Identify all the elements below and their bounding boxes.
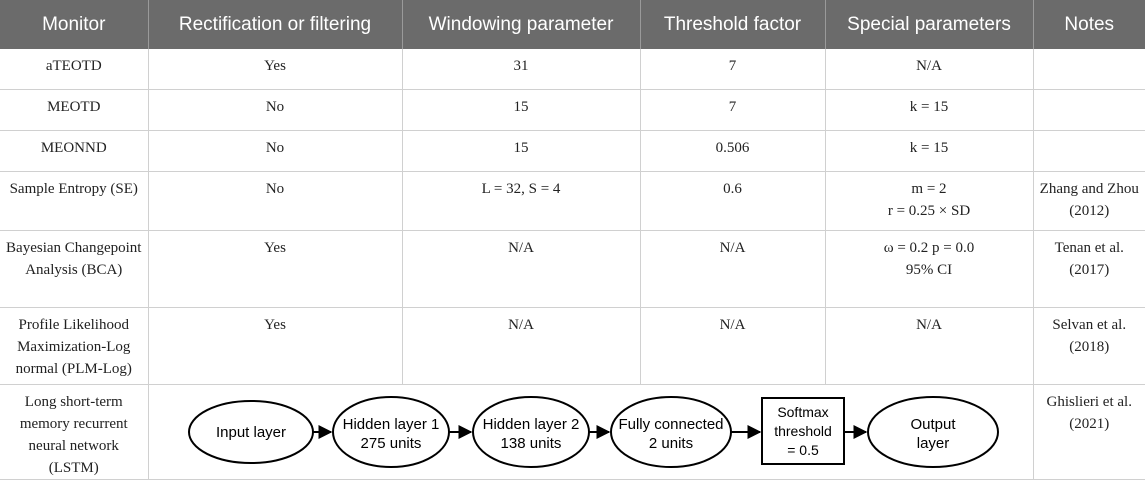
cell-threshold: N/A [640,307,826,385]
header-threshold: Threshold factor [640,0,826,49]
cell-rect: Yes [148,307,403,385]
special-line: k = 15 [909,99,949,115]
node-hidden1-line2: 275 units [360,435,421,452]
table-row: MEOTD No 15 7 k = 15 [0,89,1145,131]
cell-monitor: MEONND [0,130,149,172]
cell-rect: No [148,171,403,231]
cell-special: N/A [825,49,1034,90]
node-softmax-line3: = 0.5 [787,442,819,458]
cell-threshold: 0.506 [640,130,826,172]
table-row: aTEOTD Yes 31 7 N/A [0,49,1145,90]
node-input-label: Input layer [215,424,285,441]
cell-monitor: Long short-term memory recurrent neural … [0,384,149,480]
cell-window: L = 32, S = 4 [402,171,641,231]
cell-monitor: Profile Likelihood Maximization-Log norm… [0,307,149,385]
node-softmax [760,396,845,465]
cell-monitor: MEOTD [0,89,149,131]
table-row: Bayesian Changepoint Analysis (BCA) Yes … [0,230,1145,308]
cell-special: N/A [825,307,1034,385]
cell-rect: No [148,89,403,131]
header-monitor: Monitor [0,0,149,49]
cell-window: N/A [402,307,641,385]
cell-threshold: N/A [640,230,826,308]
cell-special: k = 15 [825,130,1034,172]
cell-special: m = 2 r = 0.25 × SD [825,171,1034,231]
special-line: N/A [916,58,942,74]
special-line: N/A [916,317,942,333]
node-softmax-line2: threshold [774,423,832,439]
cell-notes: Ghislieri et al. (2021) [1033,384,1145,480]
special-line: 95% CI [905,262,953,278]
cell-window: 31 [402,49,641,90]
special-line: m = 2 [911,181,947,197]
cell-threshold: 7 [640,49,826,90]
cell-special: k = 15 [825,89,1034,131]
cell-monitor: Sample Entropy (SE) [0,171,149,231]
header-windowing: Windowing parameter [402,0,641,49]
cell-notes [1033,89,1145,131]
cell-notes: Selvan et al. (2018) [1033,307,1145,385]
special-line: k = 15 [909,140,949,156]
node-output-line2: layer [916,435,949,452]
cell-notes [1033,130,1145,172]
node-output-line1: Output [910,416,956,433]
node-fc-line2: 2 units [648,435,692,452]
table-row: Profile Likelihood Maximization-Log norm… [0,307,1145,385]
special-line: ω = 0.2 p = 0.0 [883,240,975,256]
cell-rect: No [148,130,403,172]
table-row: Sample Entropy (SE) No L = 32, S = 4 0.6… [0,171,1145,231]
header-notes: Notes [1033,0,1145,49]
cell-monitor: Bayesian Changepoint Analysis (BCA) [0,230,149,308]
node-hidden2-line2: 138 units [500,435,561,452]
cell-notes: Tenan et al. (2017) [1033,230,1145,308]
node-hidden2-line1: Hidden layer 2 [482,416,579,433]
cell-window: N/A [402,230,641,308]
cell-notes: Zhang and Zhou (2012) [1033,171,1145,231]
cell-threshold: 0.6 [640,171,826,231]
node-fc-line1: Fully connected [618,416,723,433]
lstm-diagram: Input layer Hidden layer 1 275 units Hid… [187,395,999,468]
cell-threshold: 7 [640,89,826,131]
cell-rect: Yes [148,230,403,308]
header-row: Monitor Rectification or filtering Windo… [0,0,1145,49]
cell-window: 15 [402,89,641,131]
cell-rect: Yes [148,49,403,90]
node-softmax-line1: Softmax [777,404,828,420]
header-special: Special parameters [825,0,1034,49]
cell-notes [1033,49,1145,90]
table-row: MEONND No 15 0.506 k = 15 [0,130,1145,172]
node-hidden1-line1: Hidden layer 1 [342,416,439,433]
cell-monitor: aTEOTD [0,49,149,90]
table-row-lstm: Long short-term memory recurrent neural … [0,384,1145,480]
node-output-layer [866,395,999,468]
cell-window: 15 [402,130,641,172]
cell-special: ω = 0.2 p = 0.0 95% CI [825,230,1034,308]
special-line: r = 0.25 × SD [887,203,971,219]
header-rectification: Rectification or filtering [148,0,403,49]
lstm-diagram-cell: Input layer Hidden layer 1 275 units Hid… [148,384,1034,480]
